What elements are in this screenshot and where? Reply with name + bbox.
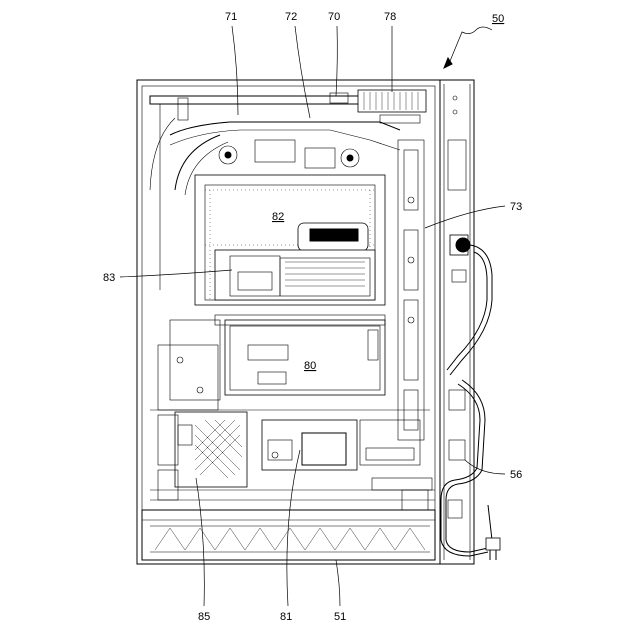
label-70: 70 xyxy=(328,11,340,23)
label-51: 51 xyxy=(334,611,346,623)
terminal-block-78 xyxy=(330,90,426,123)
fan-units xyxy=(219,140,359,168)
side-column-73 xyxy=(398,140,424,440)
vent-unit-85 xyxy=(158,412,247,500)
lower-unit-81 xyxy=(262,420,432,510)
label-56: 56 xyxy=(510,469,522,481)
label-78: 78 xyxy=(384,11,396,23)
power-cord-56 xyxy=(441,245,500,560)
label-80: 80 xyxy=(304,360,316,372)
label-72: 72 xyxy=(285,11,297,23)
control-board-82 xyxy=(195,175,385,305)
door-fittings xyxy=(448,96,470,518)
base-lattice xyxy=(155,528,425,550)
label-83: 83 xyxy=(103,272,115,284)
reference-labels: 71 72 70 78 50 73 82 83 80 56 85 81 51 xyxy=(103,11,522,623)
label-81: 81 xyxy=(280,611,292,623)
label-73: 73 xyxy=(510,201,522,213)
label-71: 71 xyxy=(225,11,237,23)
label-50: 50 xyxy=(492,13,504,25)
left-bracket xyxy=(158,320,220,410)
power-unit-80 xyxy=(215,315,385,395)
label-82: 82 xyxy=(272,211,284,223)
label-85: 85 xyxy=(198,611,210,623)
